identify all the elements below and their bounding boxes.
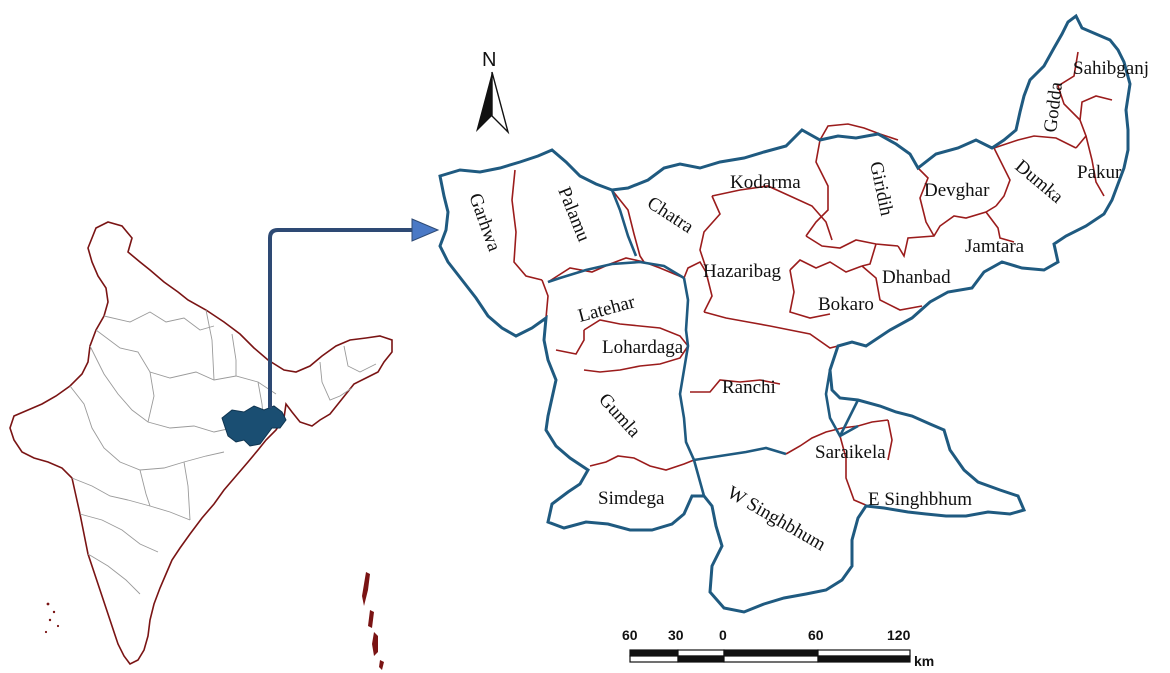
scale-tick-120: 120 bbox=[887, 627, 911, 643]
jharkhand-state-boundary bbox=[438, 13, 1132, 614]
label-garhwa: Garhwa bbox=[464, 191, 504, 255]
label-saraikela: Saraikela bbox=[815, 442, 886, 463]
label-simdega: Simdega bbox=[598, 488, 665, 509]
label-dumka: Dumka bbox=[1011, 156, 1068, 208]
label-devghar: Devghar bbox=[924, 180, 990, 201]
arrow-head-icon bbox=[411, 218, 440, 242]
label-jamtara: Jamtara bbox=[965, 236, 1025, 257]
north-label: N bbox=[482, 49, 496, 71]
label-sahibganj: Sahibganj bbox=[1073, 58, 1149, 79]
scale-bar-tick-labels: 60 30 0 60 120 bbox=[622, 627, 911, 643]
india-inset-map bbox=[9, 221, 393, 670]
label-pakur: Pakur bbox=[1077, 162, 1122, 183]
label-ranchi: Ranchi bbox=[722, 377, 776, 398]
label-hazaribag: Hazaribag bbox=[703, 261, 782, 282]
scale-tick-0: 0 bbox=[719, 627, 727, 643]
scale-tick-60-left: 60 bbox=[622, 627, 638, 643]
scale-tick-30: 30 bbox=[668, 627, 684, 643]
india-internal-borders bbox=[69, 309, 377, 595]
label-lohardaga: Lohardaga bbox=[602, 337, 684, 358]
lakshadweep-islands bbox=[44, 602, 60, 634]
label-w-singhbhum: W Singhbhum bbox=[724, 482, 830, 555]
india-outline bbox=[9, 221, 393, 666]
label-dhanbad: Dhanbad bbox=[882, 267, 951, 288]
scale-unit: km bbox=[914, 653, 934, 669]
scale-bar-segments bbox=[629, 649, 911, 663]
label-bokaro: Bokaro bbox=[818, 294, 874, 315]
label-godda: Godda bbox=[1040, 80, 1067, 133]
label-chatra: Chatra bbox=[643, 193, 697, 239]
label-kodarma: Kodarma bbox=[730, 172, 801, 193]
district-boundaries bbox=[511, 51, 1113, 507]
north-arrow: N bbox=[476, 49, 510, 135]
scale-bar: 60 30 0 60 120 km bbox=[622, 627, 934, 669]
jharkhand-highlight bbox=[221, 405, 287, 447]
andaman-islands bbox=[362, 572, 384, 670]
north-arrow-icon bbox=[476, 72, 492, 132]
label-palamu: Palamu bbox=[553, 184, 594, 245]
label-e-singhbhum: E Singhbhum bbox=[868, 489, 972, 510]
jharkhand-district-map: Sahibganj Godda Pakur Dumka Devghar Giri… bbox=[438, 13, 1149, 614]
scale-tick-60-right: 60 bbox=[808, 627, 824, 643]
label-giridih: Giridih bbox=[865, 160, 897, 219]
internal-blue-divides bbox=[547, 189, 860, 497]
locator-arrow bbox=[268, 218, 440, 408]
label-gumla: Gumla bbox=[594, 389, 645, 442]
